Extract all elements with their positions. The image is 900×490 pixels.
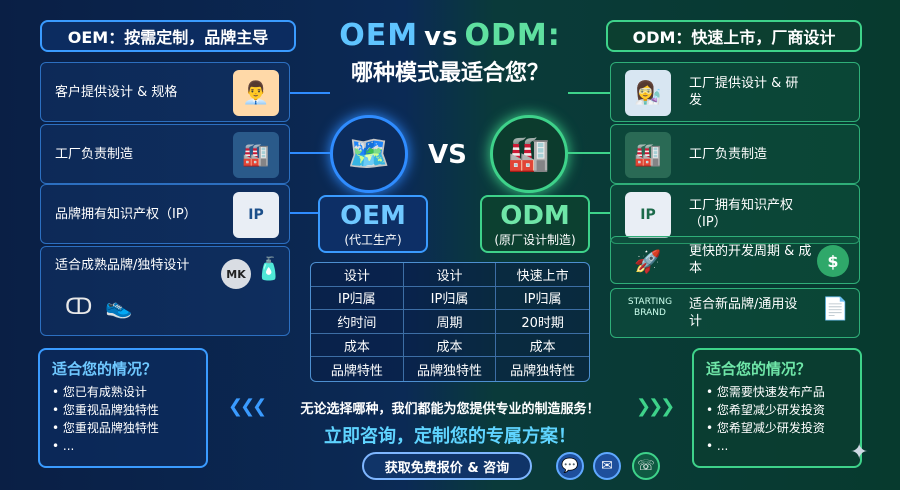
rocket-dollar-icon: 🚀	[634, 249, 662, 275]
odm-feature-text: 更快的开发周期 & 成本	[689, 244, 812, 276]
ip-certificate-icon: IP	[233, 192, 279, 238]
oem-feature-text: 客户提供设计 & 规格	[55, 84, 178, 100]
oem-label: OEM (代工生产)	[318, 195, 428, 253]
odm-label: ODM (原厂设计制造)	[480, 195, 590, 253]
dollar-icon: $	[817, 245, 849, 277]
connector-line	[568, 92, 610, 94]
ip-factory-icon: IP	[625, 192, 671, 238]
title-odm: ODM:	[464, 18, 561, 53]
table-cell: 品牌特性	[311, 357, 404, 381]
list-item: 您已有成熟设计	[52, 383, 194, 401]
connector-line	[568, 152, 610, 154]
odm-factory-icon: 🏭	[490, 115, 568, 193]
oem-feature-card: 品牌拥有知识产权（IP） IP	[40, 184, 290, 244]
oem-feature-card: 客户提供设计 & 规格 👨‍💼	[40, 62, 290, 122]
chat-icon[interactable]: 💬	[556, 452, 584, 480]
oem-blueprint-icon: 🗺️	[330, 115, 408, 193]
get-quote-button[interactable]: 获取免费报价 & 咨询	[362, 452, 532, 480]
sparkle-icon: ✦	[850, 440, 869, 465]
connector-line	[290, 152, 330, 154]
phone-icon[interactable]: ☏	[632, 452, 660, 480]
table-cell: 快速上市	[496, 263, 589, 287]
table-cell: 品牌独特性	[510, 363, 576, 379]
oem-tag: OEM：按需定制，品牌主导	[40, 20, 296, 52]
table-cell: IP归属	[403, 286, 497, 311]
table-cell: 约时间	[311, 310, 404, 334]
odm-situation-title: 适合您的情况？	[706, 360, 812, 378]
odm-feature-card: IP 工厂拥有知识产权（IP）	[610, 184, 860, 244]
odm-label-title: ODM	[500, 200, 570, 231]
table-cell: 周期	[403, 310, 497, 334]
list-item: ...	[706, 437, 848, 455]
chevrons-left-icon: ❮❮❮	[228, 396, 267, 417]
document-icon: 📄	[821, 297, 849, 322]
oem-feature-text: 适合成熟品牌/独特设计	[55, 258, 190, 273]
cta-headline: 立即咨询，定制您的专属方案！	[324, 426, 576, 447]
table-cell: 品牌独特性	[404, 357, 497, 381]
title-subtitle: 哪种模式最适合您？	[350, 61, 549, 86]
table-cell: 成本	[496, 334, 589, 358]
mail-icon[interactable]: ✉	[593, 452, 621, 480]
list-item: 您需要快速发布产品	[706, 383, 848, 401]
oem-label-title: OEM	[340, 200, 406, 231]
engineers-icon: 👩‍🔬	[625, 70, 671, 116]
oem-feature-card: 工厂负责制造 🏭	[40, 124, 290, 184]
oem-label-sub: (代工生产)	[344, 232, 402, 247]
list-item: 您重视品牌独特性	[52, 419, 194, 437]
comparison-table: 设计 设计 快速上市 IP归属 IP归属 IP归属 约时间 周期 20时期 成本…	[310, 262, 590, 382]
connector-line	[290, 212, 318, 214]
list-item: ...	[52, 437, 194, 455]
table-cell: 成本	[311, 333, 404, 358]
brand-logo-icon: MK	[221, 259, 251, 289]
table-cell: 成本	[403, 333, 497, 358]
oem-feature-card: 适合成熟品牌/独特设计 MK ↀ 👟 🧴	[40, 246, 290, 336]
list-item: 您重视品牌独特性	[52, 401, 194, 419]
list-item: 您希望减少研发投资	[706, 401, 848, 419]
odm-feature-card: 🏭 工厂负责制造	[610, 124, 860, 184]
connector-line	[590, 212, 610, 214]
table-cell: 设计	[311, 263, 404, 287]
odm-tag: ODM：快速上市，厂商设计	[606, 20, 862, 52]
odm-feature-text: 工厂提供设计 & 研发	[689, 76, 799, 108]
perfume-icon: 🧴	[255, 257, 283, 282]
oem-situation-title: 适合您的情况？	[52, 360, 158, 378]
odm-feature-card: 🚀 更快的开发周期 & 成本 $	[610, 236, 860, 284]
blueprint-person-icon: 👨‍💼	[233, 70, 279, 116]
starting-brand-icon: STARTING BRAND	[627, 297, 673, 318]
list-item: 您希望减少研发投资	[706, 419, 848, 437]
table-cell: IP归属	[311, 286, 404, 311]
odm-label-sub: (原厂设计制造)	[494, 232, 576, 247]
assembly-line-icon: 🏭	[233, 132, 279, 178]
title-oem: OEM	[339, 18, 419, 53]
brand-logo-icon: ↀ	[65, 295, 93, 320]
assembly-line-icon: 🏭	[625, 132, 671, 178]
odm-feature-text: 工厂拥有知识产权（IP）	[689, 198, 794, 230]
odm-feature-card: 👩‍🔬 工厂提供设计 & 研发	[610, 62, 860, 122]
vs-label: VS	[428, 140, 467, 170]
shoe-icon: 👟	[105, 295, 133, 320]
title-vs: vs	[424, 22, 459, 52]
table-cell: 设计	[403, 263, 497, 287]
connector-line	[290, 92, 330, 94]
chevrons-right-icon: ❯❯❯	[636, 396, 675, 417]
oem-feature-text: 品牌拥有知识产权（IP）	[55, 206, 197, 222]
oem-feature-text: 工厂负责制造	[55, 146, 134, 162]
odm-feature-text: 适合新品牌/通用设计	[689, 297, 798, 329]
service-banner: 无论选择哪种，我们都能为您提供专业的制造服务！	[300, 401, 600, 417]
table-cell: IP归属	[496, 287, 589, 311]
odm-situation-box: 适合您的情况？ 您需要快速发布产品 您希望减少研发投资 您希望减少研发投资 ..…	[692, 348, 862, 468]
oem-situation-box: 适合您的情况？ 您已有成熟设计 您重视品牌独特性 您重视品牌独特性 ...	[38, 348, 208, 468]
table-cell: 20时期	[496, 310, 589, 334]
odm-feature-text: 工厂负责制造	[689, 146, 768, 162]
odm-feature-card: STARTING BRAND 适合新品牌/通用设计 📄	[610, 288, 860, 338]
